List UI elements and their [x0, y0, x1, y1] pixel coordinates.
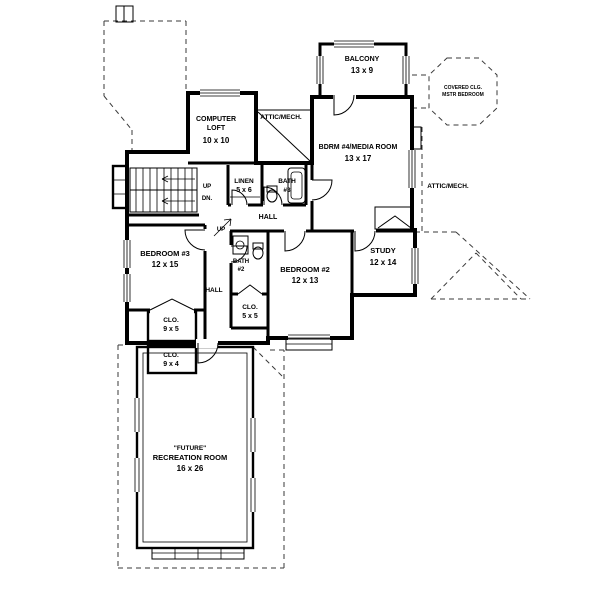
- covered-deck-label-2: MSTR BEDROOM: [442, 92, 484, 98]
- closet-9x5-label: CLO.: [163, 317, 179, 324]
- doors: [149, 91, 413, 364]
- roofline-right: [412, 74, 531, 300]
- recreation-label-2: RECREATION ROOM: [153, 453, 227, 462]
- bedroom3-dims: 12 x 15: [152, 260, 179, 269]
- room-labels: COMPUTER LOFT 10 x 10 ATTIC/MECH. BALCON…: [140, 56, 484, 473]
- bedroom3-label: BEDROOM #3: [140, 249, 190, 258]
- closet-5x5-dims: 5 x 5: [242, 313, 258, 320]
- balcony-label: BALCONY: [345, 56, 380, 63]
- stairs-dn-label: DN.: [202, 196, 213, 202]
- study-label: STUDY: [370, 246, 395, 255]
- bath3-label-2: #3: [283, 187, 291, 194]
- closet-9x5-dims: 9 x 5: [163, 326, 179, 333]
- bath3-fixtures: [266, 167, 306, 204]
- linen-label: LINEN: [234, 178, 254, 185]
- closet-5x5-label: CLO.: [242, 304, 258, 311]
- bedroom2-label: BEDROOM #2: [280, 265, 330, 274]
- computer-loft-dims: 10 x 10: [203, 136, 230, 145]
- balcony-dims: 13 x 9: [351, 66, 374, 75]
- bedroom2-dims: 12 x 13: [292, 276, 319, 285]
- media-room-label: BDRM #4/MEDIA ROOM: [319, 144, 398, 151]
- windows: [122, 88, 420, 351]
- roofline-bottom-wing: [117, 344, 285, 569]
- covered-deck-octagon: [428, 57, 498, 126]
- hall-lower-label: HALL: [205, 287, 222, 294]
- covered-deck-label-1: COVERED CLG.: [444, 85, 483, 91]
- stairs-up2-label: UP: [217, 227, 225, 233]
- bath2-label-2: #2: [238, 267, 245, 273]
- staircase: [111, 164, 232, 237]
- recreation-wing-walls: [133, 345, 257, 560]
- bath3-label-1: BATH: [278, 178, 296, 185]
- closet-9x4-walls: [146, 343, 198, 375]
- computer-loft-label-2: LOFT: [207, 125, 226, 132]
- hall-upper-label: HALL: [259, 214, 278, 221]
- closet-9x4-label: CLO.: [163, 352, 179, 359]
- media-room-dims: 13 x 17: [345, 154, 372, 163]
- recreation-dims: 16 x 26: [177, 464, 204, 473]
- closet-9x4-dims: 9 x 4: [163, 361, 179, 368]
- bath2-label-1: BATH: [233, 259, 249, 265]
- bath2-fixtures: [232, 235, 264, 260]
- attic-mech-top-label: ATTIC/MECH.: [260, 114, 302, 121]
- recreation-label-1: "FUTURE": [174, 445, 207, 452]
- computer-loft-label-1: COMPUTER: [196, 116, 236, 123]
- stairs-up-label: UP: [203, 184, 211, 190]
- linen-dims: 5 x 6: [236, 187, 252, 194]
- chimney: [115, 5, 134, 23]
- attic-mech-right-label: ATTIC/MECH.: [427, 183, 469, 190]
- study-dims: 12 x 14: [370, 258, 397, 267]
- roofline-top-left: [103, 20, 187, 152]
- balcony-walls: [315, 39, 411, 95]
